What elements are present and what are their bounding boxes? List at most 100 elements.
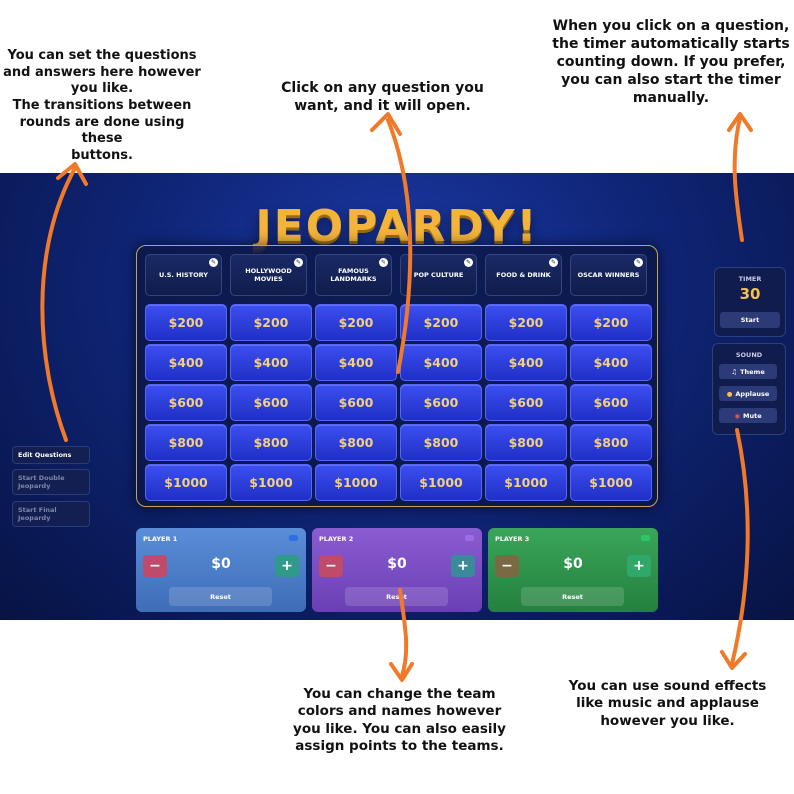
team-annotation: You can change the team colors and names… (272, 686, 527, 755)
category-header[interactable]: FAMOUS LANDMARKS✎ (315, 254, 392, 296)
question-cell[interactable]: $400 (485, 344, 567, 381)
arrow-head (389, 662, 414, 682)
question-cell[interactable]: $400 (230, 344, 312, 381)
subtract-points-button[interactable]: − (143, 555, 167, 577)
question-cell[interactable]: $800 (570, 424, 652, 461)
timer-start-button[interactable]: Start (720, 312, 780, 328)
question-cell[interactable]: $800 (485, 424, 567, 461)
annotation-line: however you like. (600, 712, 735, 729)
category-label: HOLLYWOOD MOVIES (245, 267, 292, 283)
reset-button[interactable]: Reset (345, 587, 448, 606)
sound-panel: SOUND ♫Theme ●Applause ◉Mute (712, 343, 786, 435)
question-cell[interactable]: $1000 (485, 464, 567, 501)
pencil-icon[interactable]: ✎ (549, 258, 558, 267)
player-name[interactable]: PLAYER 2 (319, 535, 354, 543)
subtract-points-button[interactable]: − (319, 555, 343, 577)
category-label: FAMOUS LANDMARKS (330, 267, 377, 283)
question-cell[interactable]: $400 (570, 344, 652, 381)
question-cell[interactable]: $800 (145, 424, 227, 461)
question-cell[interactable]: $600 (145, 384, 227, 421)
player-name[interactable]: PLAYER 3 (495, 535, 530, 543)
pencil-icon[interactable]: ✎ (209, 258, 218, 267)
annotation-line: counting down. If you prefer, (556, 53, 786, 70)
category-header[interactable]: POP CULTURE✎ (400, 254, 477, 296)
player-score: $0 (211, 556, 231, 572)
question-cell[interactable]: $1000 (315, 464, 397, 501)
game-screen: JEOPARDY! U.S. HISTORY✎ HOLLYWOOD MOVIES… (0, 173, 794, 620)
annotation-line: you can also start the timer (561, 71, 781, 88)
player-name[interactable]: PLAYER 1 (143, 535, 178, 543)
annotation-line: manually. (632, 89, 710, 106)
annotation-line: colors and names however (297, 703, 502, 720)
arrow-head (370, 112, 402, 136)
category-header[interactable]: U.S. HISTORY✎ (145, 254, 222, 296)
question-cell[interactable]: $600 (570, 384, 652, 421)
timer-annotation: When you click on a question, the timer … (548, 18, 794, 108)
mute-button[interactable]: ◉Mute (719, 408, 777, 423)
player-card: PLAYER 1 − $0 + Reset (136, 528, 306, 612)
mute-icon: ◉ (734, 411, 741, 420)
category-label: POP CULTURE (413, 271, 464, 279)
annotation-line: When you click on a question, (552, 18, 790, 34)
clap-icon: ● (726, 389, 733, 398)
question-cell[interactable]: $400 (315, 344, 397, 381)
subtract-points-button[interactable]: − (495, 555, 519, 577)
question-cell[interactable]: $1000 (145, 464, 227, 501)
applause-button[interactable]: ●Applause (719, 386, 777, 401)
annotation-line: want, and it will open. (294, 97, 471, 114)
category-header[interactable]: HOLLYWOOD MOVIES✎ (230, 254, 307, 296)
question-cell[interactable]: $800 (400, 424, 482, 461)
timer-panel: TIMER 30 Start (714, 267, 786, 337)
question-cell[interactable]: $600 (315, 384, 397, 421)
annotation-line: rounds are done using these (19, 114, 185, 147)
pencil-icon[interactable]: ✎ (379, 258, 388, 267)
question-cell[interactable]: $200 (145, 304, 227, 341)
question-cell[interactable]: $200 (400, 304, 482, 341)
music-note-icon: ♫ (731, 367, 738, 376)
applause-label: Applause (735, 389, 770, 398)
reset-button[interactable]: Reset (521, 587, 624, 606)
start-final-jeopardy-button[interactable]: Start Final Jeopardy (12, 501, 90, 527)
category-header[interactable]: OSCAR WINNERS✎ (570, 254, 647, 296)
color-swatch[interactable] (641, 535, 650, 541)
annotation-line: buttons. (71, 147, 133, 163)
question-cell[interactable]: $200 (230, 304, 312, 341)
question-cell[interactable]: $600 (230, 384, 312, 421)
theme-label: Theme (740, 367, 765, 376)
question-cell[interactable]: $1000 (570, 464, 652, 501)
annotation-line: You can change the team (303, 686, 496, 702)
question-cell[interactable]: $600 (485, 384, 567, 421)
reset-button[interactable]: Reset (169, 587, 272, 606)
pencil-icon[interactable]: ✎ (294, 258, 303, 267)
add-points-button[interactable]: + (275, 555, 299, 577)
question-cell[interactable]: $400 (145, 344, 227, 381)
question-cell[interactable]: $200 (570, 304, 652, 341)
annotation-line: The transitions between (12, 97, 192, 113)
edit-questions-button[interactable]: Edit Questions (12, 446, 90, 464)
question-cell[interactable]: $800 (230, 424, 312, 461)
category-header[interactable]: FOOD & DRINK ✎ (485, 254, 562, 296)
question-cell[interactable]: $600 (400, 384, 482, 421)
question-cell[interactable]: $1000 (400, 464, 482, 501)
question-cell[interactable]: $200 (485, 304, 567, 341)
questions-annotation: You can set the questions and answers he… (2, 48, 202, 164)
add-points-button[interactable]: + (627, 555, 651, 577)
pencil-icon[interactable]: ✎ (464, 258, 473, 267)
color-swatch[interactable] (465, 535, 474, 541)
timer-value: 30 (739, 285, 761, 303)
theme-button[interactable]: ♫Theme (719, 364, 777, 379)
arrow-head (727, 112, 753, 132)
annotation-line: You can use sound effects (568, 678, 767, 694)
question-cell[interactable]: $400 (400, 344, 482, 381)
player-score: $0 (387, 556, 407, 572)
question-cell[interactable]: $200 (315, 304, 397, 341)
timer-label: TIMER (738, 275, 762, 283)
start-double-jeopardy-button[interactable]: Start Double Jeopardy (12, 469, 90, 495)
question-cell[interactable]: $800 (315, 424, 397, 461)
question-cell[interactable]: $1000 (230, 464, 312, 501)
color-swatch[interactable] (289, 535, 298, 541)
category-label: FOOD & DRINK (496, 271, 551, 279)
add-points-button[interactable]: + (451, 555, 475, 577)
player-score: $0 (563, 556, 583, 572)
pencil-icon[interactable]: ✎ (634, 258, 643, 267)
